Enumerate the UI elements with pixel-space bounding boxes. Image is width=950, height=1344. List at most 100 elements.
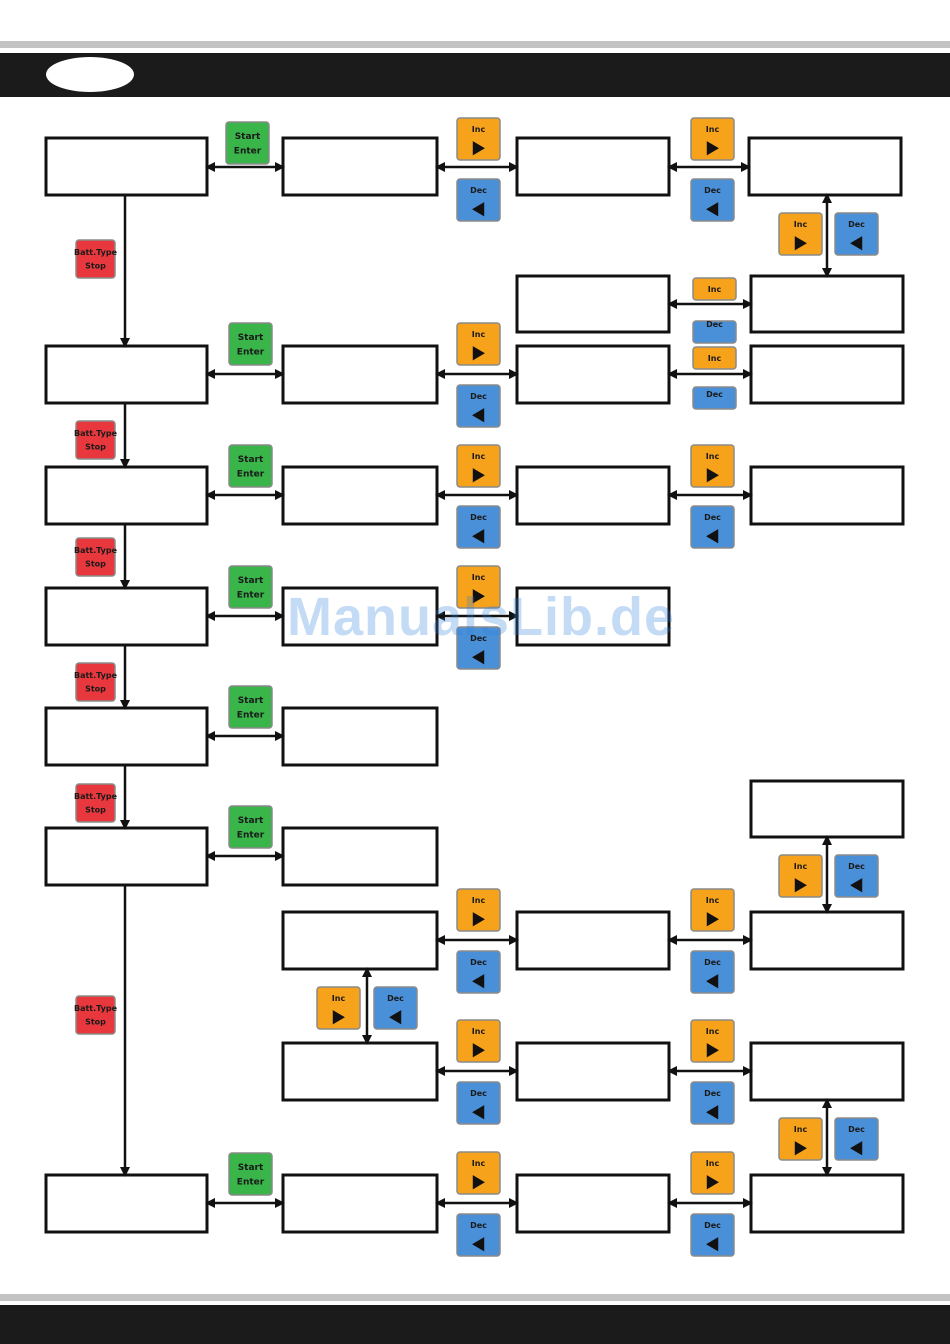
display-box	[749, 274, 905, 334]
dec-button[interactable]: Dec	[690, 950, 735, 994]
dec-button[interactable]: Dec	[456, 1213, 501, 1257]
inc-button[interactable]: Inc	[778, 1117, 823, 1161]
inc-button[interactable]: Inc	[456, 117, 501, 161]
dec-button[interactable]: Dec	[690, 505, 735, 549]
display-box	[281, 136, 439, 197]
inc-button[interactable]: Inc	[456, 1151, 501, 1195]
start-enter-label-2: Enter	[237, 831, 265, 841]
inc-label: Inc	[708, 285, 722, 294]
bottom-rule	[0, 1294, 950, 1301]
dec-label: Dec	[848, 862, 865, 871]
play-left-icon	[706, 1237, 719, 1252]
inc-button[interactable]: Inc	[692, 277, 737, 301]
dec-button[interactable]: Dec	[373, 986, 418, 1030]
inc-label: Inc	[706, 1027, 720, 1036]
inc-button[interactable]: Inc	[778, 212, 823, 256]
batt-type-stop-label-1: Batt.Type	[74, 546, 118, 555]
dec-button[interactable]: Dec	[690, 178, 735, 222]
dec-button[interactable]: Dec	[692, 386, 737, 410]
batt-type-stop-label-1: Batt.Type	[74, 671, 118, 680]
play-right-icon	[706, 468, 719, 483]
play-left-icon	[472, 1237, 485, 1252]
display-box	[281, 344, 439, 405]
dec-label: Dec	[470, 1089, 487, 1098]
dec-button[interactable]: Dec	[834, 1117, 879, 1161]
start-enter-label-1: Start	[238, 1163, 264, 1173]
display-box	[749, 1041, 905, 1102]
dec-label: Dec	[848, 1125, 865, 1134]
dec-label: Dec	[470, 634, 487, 643]
inc-label: Inc	[706, 125, 720, 134]
inc-button[interactable]: Inc	[778, 854, 823, 898]
dec-button[interactable]: Dec	[692, 320, 737, 344]
dec-button[interactable]: Dec	[834, 212, 879, 256]
display-box	[749, 910, 905, 971]
inc-label: Inc	[472, 1027, 486, 1036]
inc-button[interactable]: Inc	[456, 565, 501, 609]
play-left-icon	[706, 202, 719, 217]
dec-button[interactable]: Dec	[456, 505, 501, 549]
display-box	[281, 910, 439, 971]
inc-label: Inc	[472, 452, 486, 461]
inc-label: Inc	[332, 994, 346, 1003]
dec-button[interactable]: Dec	[456, 384, 501, 428]
start-enter-label-2: Enter	[237, 711, 265, 721]
inc-button[interactable]: Inc	[316, 986, 361, 1030]
play-left-icon	[706, 529, 719, 544]
display-box	[44, 586, 209, 647]
display-box	[44, 706, 209, 767]
inc-button[interactable]: Inc	[692, 346, 737, 370]
dec-button[interactable]: Dec	[456, 178, 501, 222]
inc-button[interactable]: Inc	[456, 888, 501, 932]
dec-button[interactable]: Dec	[834, 854, 879, 898]
inc-button[interactable]: Inc	[690, 444, 735, 488]
dec-button[interactable]: Dec	[690, 1081, 735, 1125]
inc-button[interactable]: Inc	[690, 888, 735, 932]
header-bar	[0, 53, 950, 97]
inc-button[interactable]: Inc	[456, 1019, 501, 1063]
play-left-icon	[850, 878, 863, 893]
inc-label: Inc	[794, 1125, 808, 1134]
dec-label: Dec	[706, 320, 723, 329]
inc-button[interactable]: Inc	[456, 322, 501, 366]
play-right-icon	[794, 1141, 807, 1156]
play-right-icon	[472, 912, 485, 927]
batt-type-stop-label-2: Stop	[85, 1018, 106, 1027]
dec-button[interactable]: Dec	[456, 1081, 501, 1125]
display-box	[281, 706, 439, 767]
inc-button[interactable]: Inc	[690, 117, 735, 161]
dec-button[interactable]: Dec	[690, 1213, 735, 1257]
dec-label: Dec	[848, 220, 865, 229]
dec-button[interactable]: Dec	[456, 626, 501, 670]
inc-label: Inc	[472, 125, 486, 134]
display-box	[515, 136, 671, 197]
play-left-icon	[472, 408, 485, 423]
inc-label: Inc	[472, 573, 486, 582]
batt-type-stop-label-2: Stop	[85, 443, 106, 452]
start-enter-label-1: Start	[238, 455, 264, 465]
play-right-icon	[472, 1175, 485, 1190]
batt-type-stop-label-2: Stop	[85, 806, 106, 815]
inc-button[interactable]: Inc	[690, 1151, 735, 1195]
inc-button[interactable]: Inc	[456, 444, 501, 488]
dec-button[interactable]: Dec	[456, 950, 501, 994]
inc-button[interactable]: Inc	[690, 1019, 735, 1063]
batt-type-stop-label-2: Stop	[85, 685, 106, 694]
display-box	[747, 136, 903, 197]
play-left-icon	[472, 974, 485, 989]
inc-label: Inc	[706, 1159, 720, 1168]
